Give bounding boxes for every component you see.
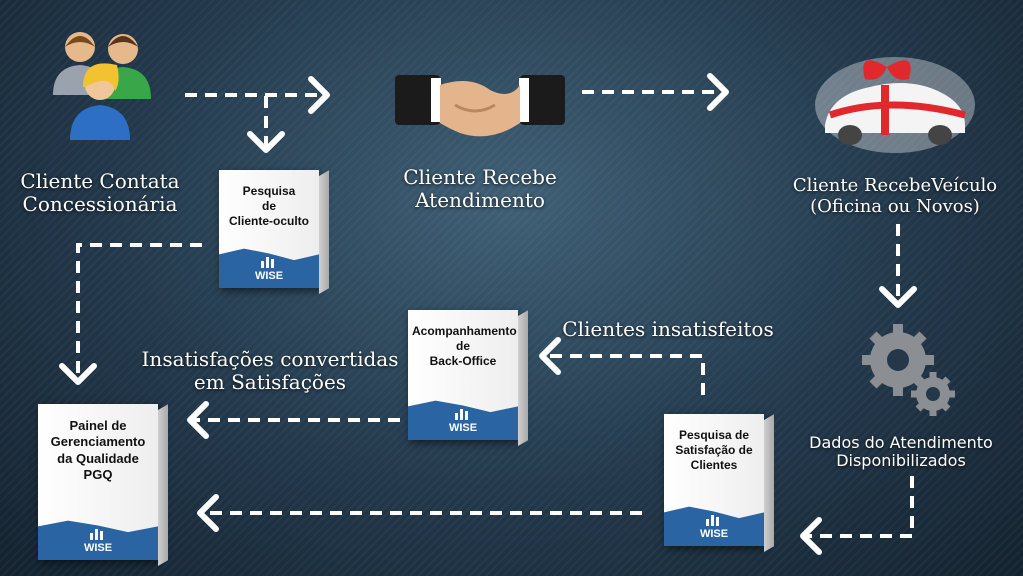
product-box-pesquisa-oculto: Pesquisa de Cliente-oculto WISE [219,170,329,294]
wise-logo-text: WISE [254,270,284,282]
product-box-pesquisa-satisfacao: Pesquisa de Satisfação de Clientes WISE [664,414,774,552]
box-label-painel: Painel de Gerenciamento da Qualidade PGQ [50,418,146,482]
product-box-painel: Painel de Gerenciamento da Qualidade PGQ… [38,404,168,566]
label-dados-atendimento: Dados do Atendimento Disponibilizados [809,433,993,471]
box-label-pesquisa-oculto: Pesquisa de Cliente-oculto [229,184,309,228]
gears-icon [862,324,955,416]
arrow-satisfacao-to-backoffice [539,337,705,395]
handshake-icon [395,75,565,137]
label-cliente-recebe-atendimento: Cliente Recebe Atendimento [403,165,557,212]
wise-logo-text: WISE [83,542,113,554]
product-box-acompanhamento: Acompanhamento de Back-Office WISE [408,310,528,446]
wise-logo-icon [261,257,274,268]
wise-logo-text: WISE [448,422,478,434]
label-cliente-recebe-veiculo: Cliente RecebeVeículo (Oficina ou Novos) [792,175,998,217]
label-clientes-insatisfeitos: Clientes insatisfeitos [562,317,774,341]
label-cliente-contata: Cliente Contata Concessionária [20,169,180,216]
label-insatisfacoes: Insatisfações convertidas em Satisfações [141,347,399,394]
arrow-dados-to-satisfacao [800,476,914,555]
arrow-oculto-to-painel [59,243,202,385]
gift-car-icon [815,57,975,153]
box-label-acompanhamento: Acompanhamento de Back-Office [412,324,517,368]
wise-logo-icon [90,529,103,540]
wise-logo-icon [706,515,719,526]
box-label-pesquisa-satisfacao: Pesquisa de Satisfação de Clientes [675,428,753,472]
people-icon [53,32,151,140]
wise-logo-icon [455,409,468,420]
wise-logo-text: WISE [699,528,729,540]
